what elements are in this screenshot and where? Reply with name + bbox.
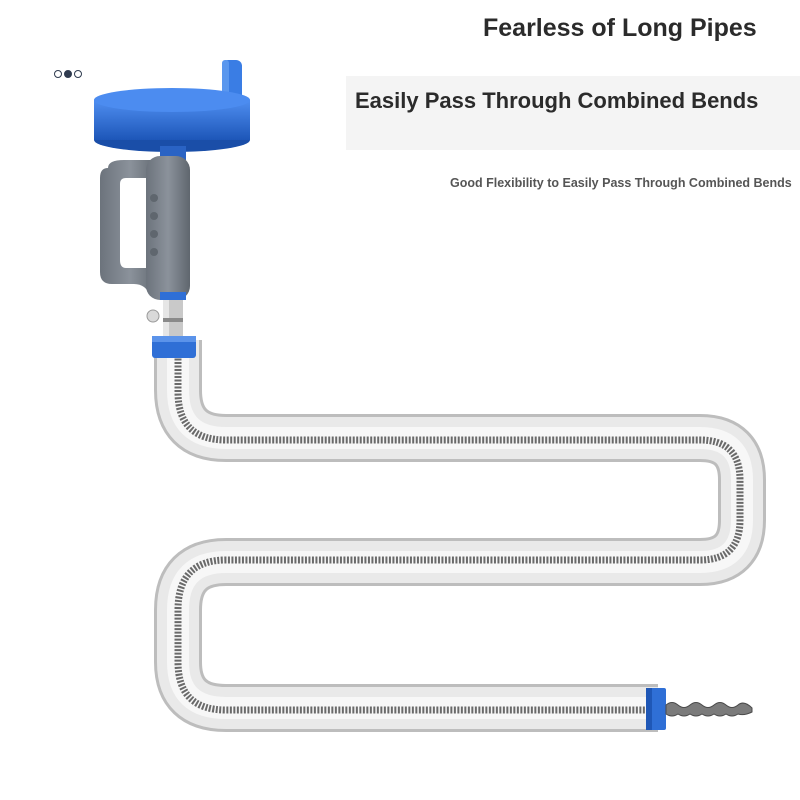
caption: Good Flexibility to Easily Pass Through … xyxy=(450,176,792,190)
carousel-dot-icon[interactable] xyxy=(64,70,72,78)
auger-tip xyxy=(665,702,753,717)
carousel-indicator[interactable] xyxy=(54,70,82,78)
drain-auger xyxy=(94,60,250,336)
transparent-pipe xyxy=(154,340,766,732)
headline: Fearless of Long Pipes xyxy=(483,14,757,42)
carousel-dot-icon[interactable] xyxy=(54,70,62,78)
subtitle-band xyxy=(346,76,800,150)
pipe-start-cap xyxy=(152,336,196,358)
carousel-dot-icon[interactable] xyxy=(74,70,82,78)
pipe-end-cap xyxy=(646,688,666,730)
subheadline: Easily Pass Through Combined Bends xyxy=(355,88,759,113)
